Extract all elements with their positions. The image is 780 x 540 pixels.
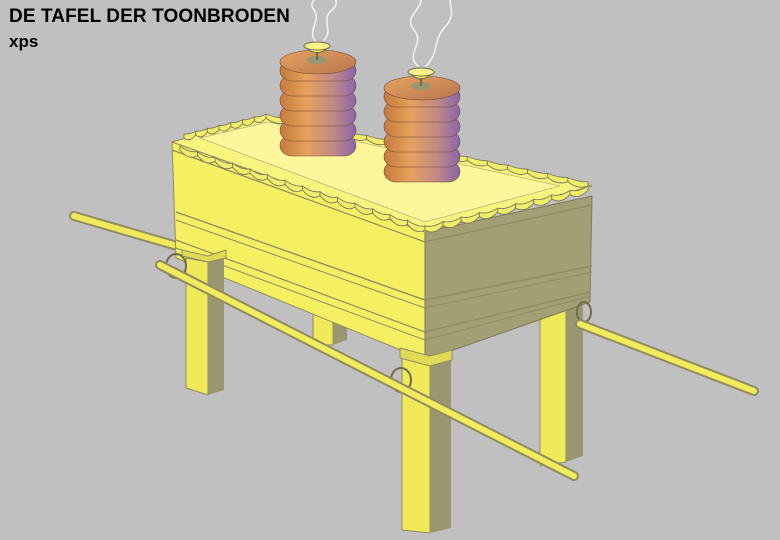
smoke-wisp bbox=[409, 0, 422, 67]
crown-scallop bbox=[569, 185, 589, 197]
table-leg bbox=[401, 357, 431, 534]
bread-stack-left bbox=[279, 49, 357, 157]
drawing-title: DE TAFEL DER TOONBRODEN bbox=[9, 6, 290, 27]
table-body bbox=[170, 115, 593, 361]
table-leg bbox=[566, 297, 583, 462]
incense-cup-left bbox=[303, 41, 331, 64]
table-leg bbox=[539, 301, 567, 467]
table-leg bbox=[208, 256, 224, 395]
side-pole bbox=[575, 319, 759, 396]
smoke-wisp bbox=[311, 0, 318, 43]
smoke-wisp bbox=[425, 0, 453, 67]
smoke-wisp bbox=[323, 0, 337, 41]
leg-capital bbox=[399, 347, 453, 367]
table-leg bbox=[430, 360, 451, 533]
incense-cup-right bbox=[407, 67, 435, 90]
crown-scallop bbox=[567, 177, 589, 188]
drawing-subtitle: xps bbox=[9, 32, 39, 51]
back-legs bbox=[312, 286, 583, 467]
front-pole bbox=[155, 260, 579, 481]
smoke-wisps bbox=[311, 0, 453, 67]
bread-stack-right bbox=[383, 75, 461, 183]
